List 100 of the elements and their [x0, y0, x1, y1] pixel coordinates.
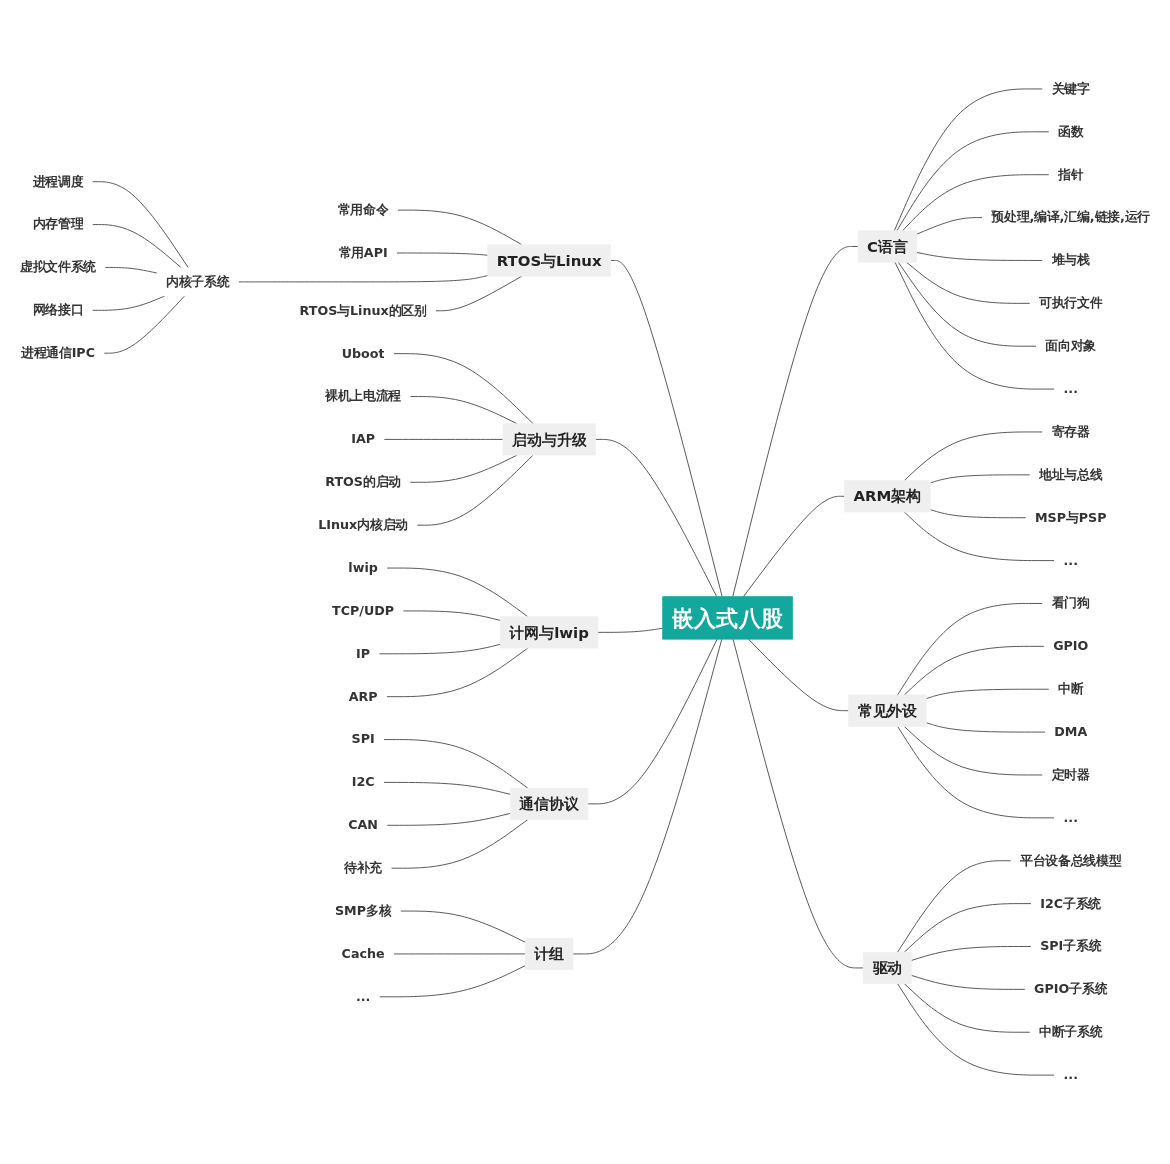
node-box: 常见外设 [848, 694, 927, 727]
node-text: lwip [348, 560, 378, 575]
connector [402, 610, 501, 621]
node-text: ARP [348, 688, 378, 704]
node-text: 平台设备总线模型 [1020, 852, 1122, 868]
connector [897, 602, 1044, 696]
connector [383, 739, 529, 789]
node-text: 中断 [1058, 681, 1084, 697]
connector [390, 819, 529, 869]
connector [386, 647, 529, 698]
node-text: 进程调度 [32, 173, 84, 189]
connector [378, 643, 501, 655]
node-text: 常用命令 [337, 202, 389, 217]
connector [393, 353, 534, 425]
node-text: 看门狗 [1051, 595, 1090, 611]
node-box: 计组 [524, 937, 574, 970]
connector [396, 252, 489, 256]
node-text: 内核子系统 [166, 273, 230, 289]
connector [905, 261, 1031, 304]
node-box: RTOS与Linux [487, 244, 611, 277]
node-box: 嵌入式八股 [662, 596, 793, 640]
node-text: 关键字 [1051, 80, 1090, 96]
node-text: 进程通信IPC [20, 345, 95, 361]
node-text: 预处理,编译,汇编,链接,运行 [991, 209, 1151, 225]
connector [237, 274, 489, 283]
node-text: 虚拟文件系统 [19, 259, 96, 275]
connector [925, 688, 1050, 700]
connector [910, 974, 1026, 990]
node-text: LInux内核启动 [318, 517, 408, 533]
connector [383, 781, 511, 795]
connector [399, 910, 526, 943]
node-text: TCP/UDP [332, 602, 395, 618]
node-text: 地址与总线 [1039, 466, 1103, 482]
node-text: GPIO子系统 [1034, 981, 1108, 997]
node-text: MSP与PSP [1035, 509, 1107, 525]
connector [903, 645, 1045, 696]
connector [916, 251, 1044, 261]
node-text: SPI子系统 [1040, 938, 1102, 954]
node-text: ... [1063, 552, 1078, 568]
connector [409, 396, 518, 425]
node-text: ... [1063, 809, 1078, 825]
node-text: 函数 [1058, 123, 1084, 139]
connector [893, 88, 1044, 232]
connector [897, 261, 1037, 347]
node-text: 待补充 [344, 860, 383, 876]
node-text: 常用API [338, 244, 388, 260]
connector [597, 627, 664, 633]
connector [894, 261, 1056, 390]
node-box: 通信协议 [510, 787, 589, 820]
connector [393, 953, 526, 955]
node-text: 内存管理 [32, 216, 84, 232]
connector [378, 965, 526, 998]
node-text: IP [356, 645, 371, 661]
node-text: ... [1063, 381, 1078, 396]
connector [103, 295, 186, 354]
node-text: GPIO [1053, 638, 1089, 654]
connector [901, 174, 1050, 232]
node-text: 指针 [1058, 166, 1084, 182]
node-text: I2C子系统 [1040, 895, 1102, 911]
connector [386, 567, 529, 618]
node-text: Uboot [341, 345, 385, 361]
connector [386, 812, 511, 826]
node-box: 计网与lwip [500, 616, 599, 649]
connector [416, 454, 534, 526]
node-box: 启动与升级 [502, 423, 596, 456]
connector [916, 217, 983, 235]
node-text: 堆与栈 [1051, 252, 1090, 268]
node-text: 定时器 [1051, 766, 1090, 782]
connector [383, 438, 504, 440]
connector [925, 722, 1046, 733]
connector [897, 983, 1056, 1076]
connector [742, 495, 846, 598]
connector [903, 725, 1044, 776]
node-text: 网络接口 [32, 302, 84, 318]
node-text: 寄存器 [1051, 423, 1090, 439]
node-text: 面向对象 [1045, 338, 1097, 354]
node-text: ... [355, 988, 371, 1004]
connector [910, 945, 1032, 961]
connector [903, 511, 1056, 562]
node-text: 中断子系统 [1039, 1024, 1103, 1040]
connector [587, 638, 718, 805]
connector [732, 638, 865, 969]
connector [903, 431, 1044, 482]
connector [897, 860, 1012, 953]
connector [897, 725, 1056, 819]
node-box: 驱动 [863, 951, 912, 984]
connector [929, 474, 1031, 484]
connector [91, 181, 189, 269]
node-text: DMA [1054, 724, 1088, 739]
connector [594, 438, 718, 598]
node-text: IAP [351, 431, 376, 447]
connector [747, 638, 850, 712]
connector [610, 259, 723, 598]
connector [91, 224, 182, 269]
connector [896, 131, 1050, 232]
node-text: SMP多核 [334, 903, 392, 918]
connector [732, 245, 859, 598]
node-text: RTOS与Linux的区别 [299, 302, 427, 318]
connector [572, 638, 723, 955]
node-text: Cache [341, 945, 385, 961]
